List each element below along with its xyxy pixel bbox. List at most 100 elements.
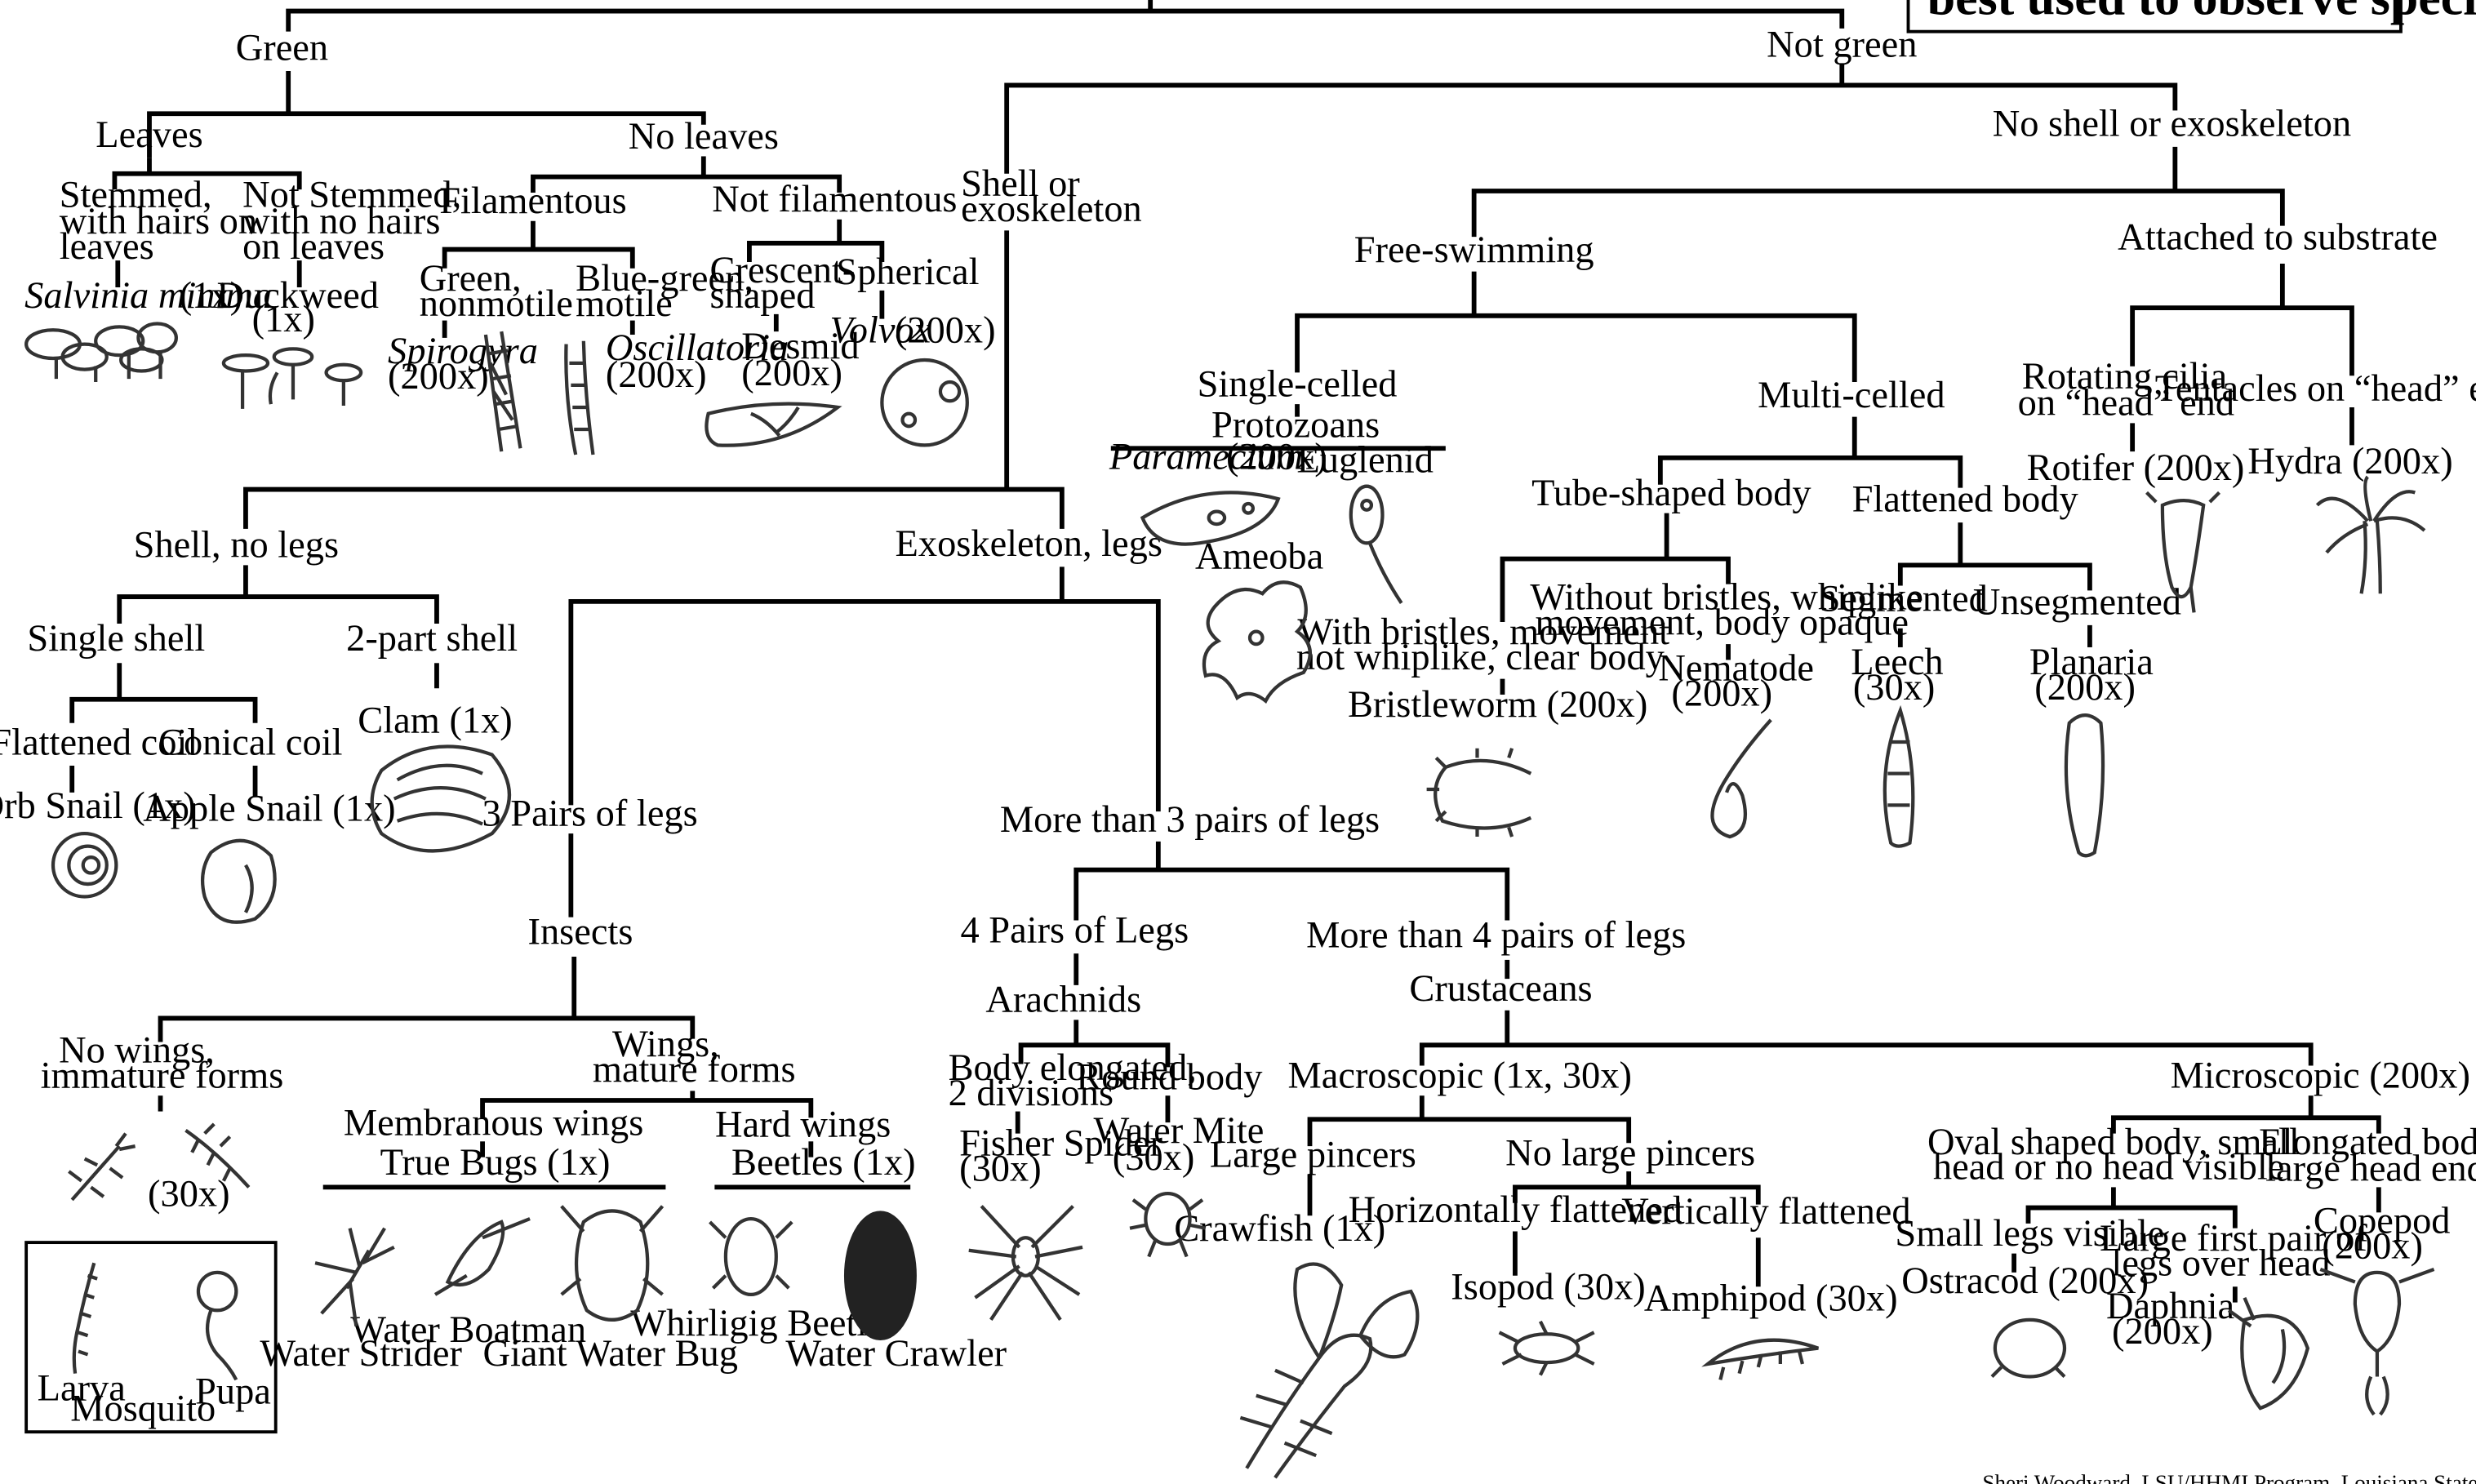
label-four-pairs: 4 Pairs of Legs (960, 910, 1189, 952)
label-euglenid: Euglenid (1296, 439, 1434, 481)
label-multi-celled: Multi-celled (1758, 375, 1945, 416)
label-single-shell: Single shell (27, 618, 205, 660)
label-filamentous: Filamentous (439, 180, 626, 222)
label-not-green: Not green (1767, 24, 1917, 66)
water-boatman-illustration (435, 1219, 530, 1295)
label-green-nonmotile-2: nonmotile (420, 283, 573, 325)
label-green: Green (236, 27, 328, 69)
label-round-body: Round body (1076, 1056, 1263, 1098)
orb-snail-illustration (53, 833, 116, 896)
label-unsegmented: Unsegmented (1973, 581, 2181, 623)
mosquito-larva-illustration (74, 1263, 97, 1373)
label-water-crawler: Water Crawler (785, 1333, 1007, 1375)
label-desmid-2: (200x) (741, 353, 842, 394)
label-tube-shaped: Tube-shaped body (1531, 473, 1811, 514)
bristleworm-illustration (1427, 749, 1531, 837)
euglenid-illustration (1351, 487, 1402, 603)
desmid-illustration (706, 404, 838, 446)
label-rotifer: Rotifer (200x) (2027, 447, 2245, 489)
label-isopod: Isopod (30x) (1451, 1267, 1645, 1308)
label-hard-wings: Hard wings (715, 1104, 891, 1146)
duckweed-illustration (224, 349, 361, 408)
isopod-illustration (1500, 1322, 1594, 1375)
water-crawler-illustration (846, 1212, 915, 1339)
label-conical-coil: Conical coil (158, 722, 343, 763)
label-shell-no-legs: Shell, no legs (134, 525, 339, 566)
label-clam: Clam (1x) (358, 700, 512, 741)
label-insects: Insects (528, 912, 633, 953)
label-apple-snail: Apple Snail (1x) (143, 789, 395, 830)
label-copepod-2: (200x) (2322, 1225, 2423, 1267)
label-crescent-2: shaped (710, 275, 816, 317)
label-fisher-spider-2: (30x) (959, 1149, 1042, 1190)
label-membranous: Membranous wings (344, 1103, 643, 1144)
label-tentacles: Tentacles on “head” end (2155, 368, 2476, 410)
daphnia-illustration (2229, 1298, 2308, 1408)
label-not-stemmed-3: on leaves (242, 226, 385, 268)
label-vert-flat: Vertically flattened (1621, 1191, 1910, 1233)
label-segmented: Segmented (1820, 578, 1988, 620)
volvox-illustration (882, 360, 967, 445)
label-two-part-shell: 2-part shell (346, 618, 518, 660)
label-no-large-pincers: No large pincers (1505, 1132, 1755, 1174)
label-shell-or-exo-2: exoskeleton (961, 189, 1142, 230)
leech-illustration (1885, 710, 1914, 846)
label-three-pairs: 3 Pairs of legs (482, 793, 697, 835)
label-planaria-2: (200x) (2034, 667, 2136, 709)
label-not-filamentous: Not filamentous (712, 179, 957, 220)
ostracod-illustration (1992, 1320, 2065, 1377)
label-volvox-mag: (200x) (895, 310, 996, 352)
label-attached: Attached to substrate (2118, 217, 2438, 259)
copepod-illustration (2320, 1269, 2434, 1415)
label-no-leaves: No leaves (629, 116, 779, 158)
label-large-pincers: Large pincers (1210, 1134, 1416, 1175)
mosquito-pupa-illustration (198, 1273, 236, 1380)
label-leaves: Leaves (96, 114, 202, 156)
label-beetles: Beetles (1x) (731, 1142, 916, 1184)
label-leech-2: (30x) (1853, 667, 1936, 709)
planaria-illustration (2066, 715, 2103, 855)
label-hydra: Hydra (200x) (2247, 441, 2452, 482)
label-true-bugs: True Bugs (1x) (380, 1142, 611, 1184)
label-macroscopic: Macroscopic (1x, 30x) (1288, 1055, 1632, 1097)
footer-credit: Sheri Woodward, LSU/HHMI Program, Louisi… (1982, 1471, 2476, 1484)
label-elongated-body-2: large head end (2265, 1149, 2476, 1190)
amphipod-illustration (1708, 1340, 1818, 1380)
hydra-illustration (2317, 477, 2425, 593)
label-no-wings-2: immature forms (41, 1055, 284, 1097)
nematode-illustration (1712, 720, 1771, 837)
label-blue-green-2: motile (576, 283, 673, 325)
label-crustaceans: Crustaceans (1409, 968, 1592, 1010)
ameoba-illustration (1204, 582, 1310, 700)
label-arachnids: Arachnids (985, 980, 1141, 1021)
label-nematode-2: (200x) (1671, 673, 1772, 715)
label-exo-legs: Exoskeleton, legs (896, 523, 1162, 565)
label-more-than-3: More than 3 pairs of legs (1000, 799, 1380, 841)
salvinia-illustration (26, 323, 176, 382)
label-bristleworm: Bristleworm (200x) (1348, 684, 1647, 726)
label-microscopic: Microscopic (200x) (2171, 1055, 2470, 1097)
label-oscillatoria-mag: (200x) (606, 354, 707, 396)
oscillatoria-illustration (566, 341, 593, 455)
label-water-mite-2: (30x) (1113, 1137, 1195, 1179)
label-no-wings-mag: (30x) (148, 1174, 230, 1215)
label-amphipod: Amphipod (30x) (1644, 1277, 1898, 1319)
label-single-celled: Single-celled (1198, 363, 1398, 405)
header-box-text: best used to observe specimen (1927, 0, 2476, 25)
fisher-spider-illustration (969, 1206, 1082, 1320)
label-duckweed-2: (1x) (252, 299, 315, 340)
label-free-swimming: Free-swimming (1354, 229, 1594, 271)
label-daphnia-2: (200x) (2112, 1311, 2213, 1353)
nymph-illustration (69, 1134, 135, 1200)
label-no-shell: No shell or exoskeleton (1993, 103, 2351, 144)
crawfish-illustration (1240, 1264, 1417, 1478)
label-more-than-4: More than 4 pairs of legs (1306, 914, 1686, 956)
apple-snail-illustration (202, 841, 275, 922)
label-stemmed-3: leaves (60, 226, 154, 268)
label-spherical: Spherical (836, 251, 979, 293)
label-mosquito: Mosquito (70, 1388, 216, 1430)
label-wings-2: mature forms (593, 1049, 796, 1091)
label-oval-body-2: head or no head visible (1933, 1147, 2284, 1189)
whirligig-illustration (710, 1219, 793, 1295)
